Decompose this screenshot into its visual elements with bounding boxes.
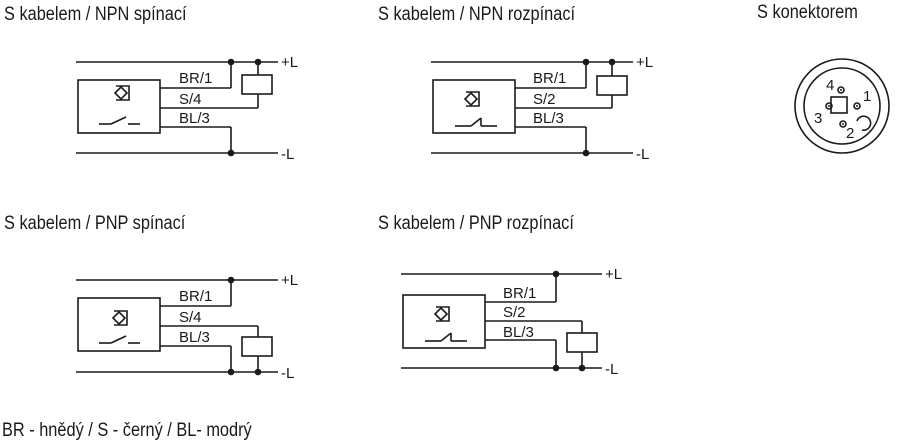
title-npn-nc: S kabelem / NPN rozpínací: [378, 4, 576, 25]
pin-4-icon: [837, 86, 845, 94]
diagram-npn-nc: BR/1 S/2 BL/3 +L -L: [431, 54, 653, 163]
label-minus-l: -L: [281, 365, 294, 382]
pin-label-3: 3: [814, 110, 822, 127]
switch-no-icon: [99, 335, 140, 344]
diagram-pnp-nc: BR/1 S/2 BL/3 +L -L: [401, 266, 622, 378]
label-bl3: BL/3: [503, 324, 534, 341]
label-br1: BR/1: [179, 70, 212, 87]
label-s4: S/4: [179, 91, 202, 108]
title-pnp-nc: S kabelem / PNP rozpínací: [378, 213, 574, 234]
label-br1: BR/1: [179, 288, 212, 305]
label-plus-l: +L: [636, 54, 653, 71]
wire-color-legend: BR - hnědý / S - černý / BL- modrý: [2, 420, 252, 441]
connector-face: 1 2 3 4: [794, 58, 890, 154]
proximity-sensor-icon: [113, 85, 130, 101]
label-s2: S/2: [503, 304, 526, 321]
connector-inner-ring: [803, 67, 881, 145]
switch-nc-icon: [425, 332, 467, 342]
label-br1: BR/1: [533, 70, 566, 87]
title-connector: S konektorem: [757, 2, 858, 23]
label-minus-l: -L: [605, 361, 618, 378]
pin-3-icon: [825, 102, 833, 110]
load-relay: [596, 75, 628, 96]
proximity-sensor-icon: [463, 91, 480, 107]
switch-nc-icon: [455, 117, 497, 127]
load-relay: [241, 74, 273, 95]
label-bl3: BL/3: [179, 329, 210, 346]
pin-label-2: 2: [846, 125, 854, 142]
connector-outer-ring: [794, 58, 890, 154]
pin-1-icon: [853, 102, 861, 110]
title-npn-no: S kabelem / NPN spínací: [4, 4, 187, 25]
pin-2-icon: [839, 120, 847, 128]
label-plus-l: +L: [281, 272, 298, 289]
pin-label-1: 1: [863, 88, 871, 105]
title-pnp-no: S kabelem / PNP spínací: [4, 213, 186, 234]
load-relay: [241, 336, 273, 357]
proximity-sensor-icon: [111, 310, 128, 326]
label-plus-l: +L: [605, 266, 622, 283]
diagram-npn-no: BR/1 S/4 BL/3 +L -L: [76, 54, 298, 163]
pin-label-4: 4: [826, 77, 834, 94]
switch-no-icon: [99, 116, 140, 125]
proximity-sensor-icon: [433, 306, 450, 322]
label-plus-l: +L: [281, 54, 298, 71]
pin-5-arc-icon: [856, 115, 872, 131]
label-s4: S/4: [179, 309, 202, 326]
label-bl3: BL/3: [179, 110, 210, 127]
label-br1: BR/1: [503, 285, 536, 302]
label-minus-l: -L: [281, 146, 294, 163]
diagram-pnp-no: BR/1 S/4 BL/3 +L -L: [76, 272, 298, 382]
label-s2: S/2: [533, 91, 556, 108]
connector-key: [830, 96, 848, 114]
label-bl3: BL/3: [533, 110, 564, 127]
load-relay: [566, 332, 598, 353]
label-minus-l: -L: [636, 146, 649, 163]
